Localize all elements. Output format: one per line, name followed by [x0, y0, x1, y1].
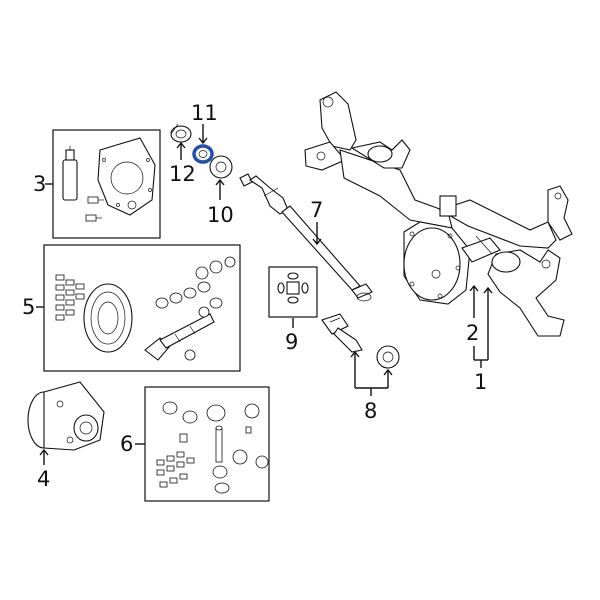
callout-4: 4 — [37, 467, 50, 491]
differential-cover — [97, 137, 156, 216]
callout-3: 3 — [33, 172, 46, 196]
pinion-nut — [170, 123, 192, 143]
inner-axle-shaft — [321, 313, 363, 353]
diff-gear-kit-group — [144, 386, 270, 502]
pinion-gear — [144, 313, 215, 361]
callout-5: 5 — [22, 295, 35, 319]
u-joint-group — [268, 266, 318, 318]
axle-shaft — [239, 173, 373, 302]
inner-axle-seal — [376, 345, 400, 369]
callout-8: 8 — [364, 399, 377, 423]
callout-1: 1 — [474, 370, 487, 394]
sealant-tube — [62, 146, 78, 201]
u-joint — [277, 272, 309, 304]
axle-housing-assembly — [304, 91, 573, 337]
ring-gear — [83, 283, 133, 353]
ring-gear-bolts — [55, 274, 85, 321]
callout-6: 6 — [120, 432, 133, 456]
ring-pinion-kit-group — [43, 244, 241, 372]
callout-10: 10 — [207, 203, 234, 227]
callout-12: 12 — [169, 162, 196, 186]
callout-11: 11 — [191, 101, 218, 125]
callout-7: 7 — [310, 198, 323, 222]
kit-bolts — [156, 426, 252, 488]
pinion-washer — [209, 155, 233, 179]
callout-2: 2 — [466, 321, 479, 345]
cover-bolts — [85, 196, 104, 222]
pinion-seal-highlighted — [192, 144, 214, 164]
side-gears — [162, 401, 269, 494]
differential-case — [27, 381, 105, 451]
cover-kit-group — [52, 129, 161, 239]
callout-9: 9 — [285, 330, 298, 354]
cross-pin — [215, 425, 223, 463]
carrier-bearings — [155, 256, 236, 361]
